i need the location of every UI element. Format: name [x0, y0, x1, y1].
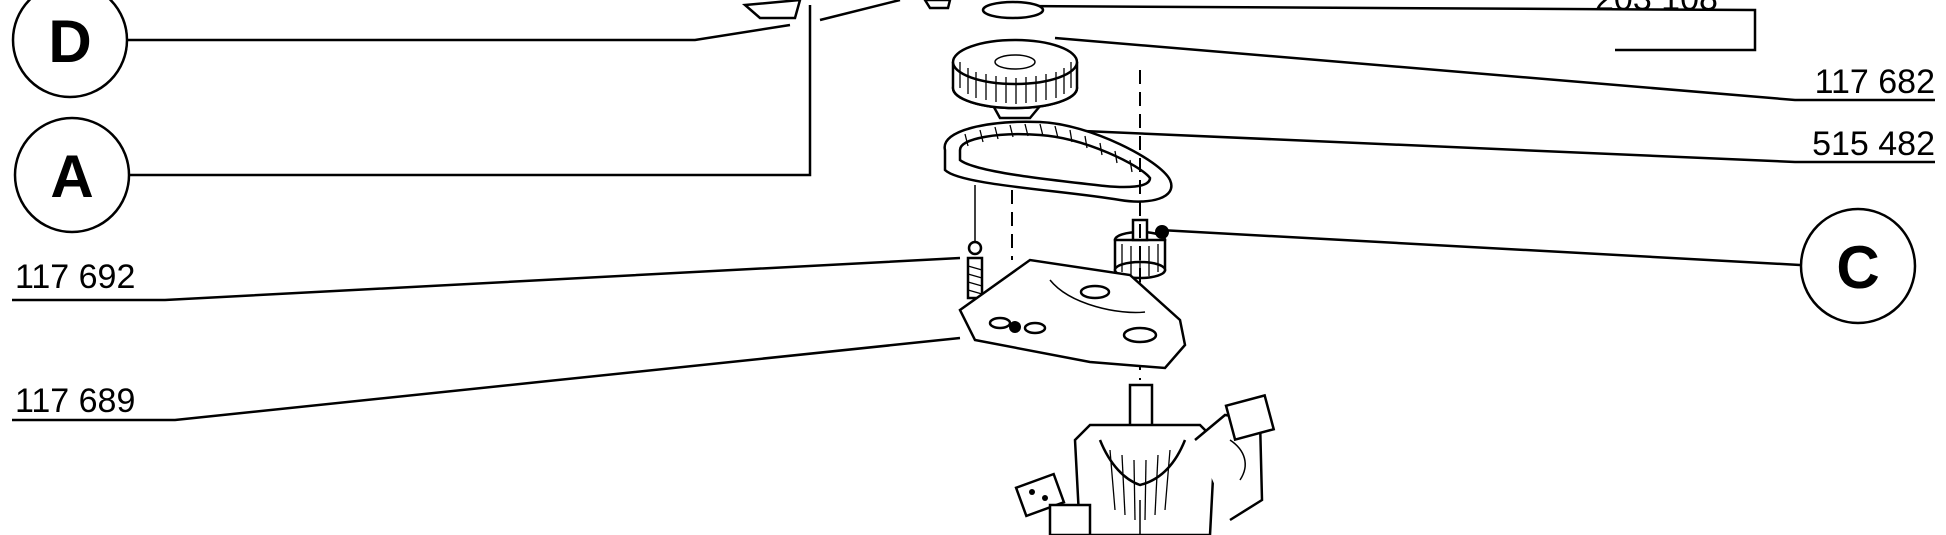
- motor-assembly-part: [1014, 383, 1276, 535]
- small-bracket-part: [741, 0, 952, 22]
- callout-c-letter: C: [1836, 234, 1879, 301]
- callout-c: C: [1799, 207, 1917, 325]
- spring-part: [966, 185, 984, 320]
- callout-d: D: [11, 0, 129, 99]
- part-number-117682: 117 682: [1815, 63, 1935, 101]
- leader-117692: [12, 256, 961, 302]
- part-number-117692: 117 692: [15, 258, 135, 296]
- leader-515482: [1059, 128, 1935, 164]
- part-number-203108: 203 108: [1595, 0, 1718, 18]
- mounting-plate-part: [958, 258, 1187, 370]
- callout-d-letter: D: [48, 8, 91, 75]
- retaining-clip-part: [981, 0, 1045, 20]
- leader-a: [129, 5, 812, 177]
- leader-c: [1159, 228, 1801, 267]
- part-number-117689: 117 689: [15, 382, 135, 420]
- callout-a: A: [13, 116, 131, 234]
- leader-117689: [12, 336, 961, 422]
- leader-203108: [1011, 4, 1757, 52]
- leader-d: [127, 23, 791, 42]
- callout-a-letter: A: [50, 143, 93, 210]
- part-number-515482: 515 482: [1812, 125, 1935, 163]
- toothed-belt-part: [943, 120, 1173, 203]
- large-gear-part: [951, 38, 1079, 120]
- leader-117682: [1054, 36, 1935, 102]
